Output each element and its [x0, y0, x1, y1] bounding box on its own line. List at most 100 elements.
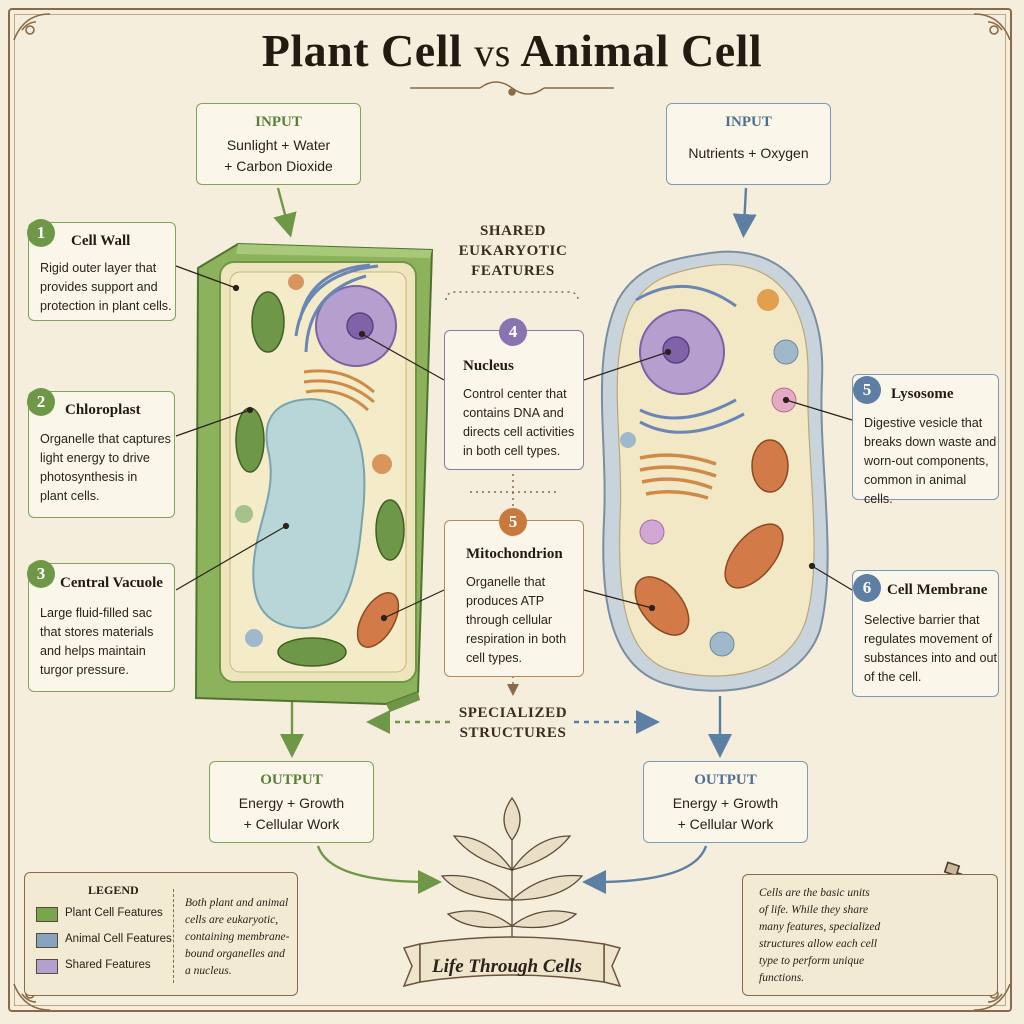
legend-box: LEGEND Plant Cell Features Animal Cell F… — [24, 872, 298, 996]
plant-input-heading: INPUT — [255, 114, 302, 130]
flow-arrows — [273, 187, 757, 894]
shared-line-3: FEATURES — [471, 263, 555, 279]
page-frame-inner — [14, 14, 1006, 1006]
vacuole-text-3: and helps maintain — [40, 644, 146, 658]
footer-note-4: structures allow each cell — [759, 938, 878, 950]
lysosome-text-3: worn-out components, — [864, 454, 989, 468]
footer-note: Cells are the basic units of life. While… — [759, 885, 880, 987]
plant-output-line1: Energy + Growth — [238, 795, 345, 811]
nucleus-text-4: in both cell types. — [463, 444, 561, 458]
legend-note-4: bound organelles and — [185, 948, 285, 960]
animal-output-line2: + Cellular Work — [677, 816, 774, 832]
membrane-text-4: of the cell. — [864, 670, 922, 684]
legend-note-3: containing membrane- — [185, 931, 290, 943]
banner-ribbon — [402, 936, 622, 988]
badge-3: 3 — [27, 560, 55, 588]
shared-line-1: SHARED — [479, 223, 547, 239]
badge-5-right: 5 — [853, 376, 881, 404]
plant-input-line1: Sunlight + Water — [226, 137, 331, 153]
legend-note-1: Both plant and animal — [185, 897, 289, 909]
legend-title: LEGEND — [88, 883, 139, 897]
animal-input-box: INPUT Nutrients + Oxygen — [666, 103, 831, 185]
plant-input-box: INPUT Sunlight + Water + Carbon Dioxide — [196, 103, 361, 185]
footer-note-3: many features, specialized — [759, 921, 881, 933]
badge-4: 4 — [499, 318, 527, 346]
footer-note-box: Cells are the basic units of life. While… — [742, 874, 998, 996]
badge-2: 2 — [27, 388, 55, 416]
cell-wall-text-1: Rigid outer layer that — [40, 261, 157, 275]
footer-note-1: Cells are the basic units — [759, 887, 870, 899]
title-vs: vs — [474, 30, 511, 75]
nucleus-text-1: Control center that — [463, 387, 567, 401]
page-title: Plant Cell vs Animal Cell — [0, 24, 1024, 77]
legend-swatch-animal — [36, 933, 58, 948]
label-vacuole: Central Vacuole Large fluid-filled sac t… — [28, 563, 175, 692]
nucleus-text-2: contains DNA and — [463, 406, 564, 420]
label-nucleus: Nucleus Control center that contains DNA… — [444, 330, 584, 470]
plant-output-line2: + Cellular Work — [243, 816, 340, 832]
title-animal: Animal Cell — [520, 25, 763, 76]
cell-wall-text-3: protection in plant cells. — [40, 299, 172, 313]
plant-output-heading: OUTPUT — [260, 772, 323, 788]
legend-note: Both plant and animal cells are eukaryot… — [185, 895, 289, 980]
cell-wall-text-2: provides support and — [40, 280, 158, 294]
mitochondrion-text-4: respiration in both — [466, 632, 567, 646]
badge-6: 6 — [853, 574, 881, 602]
lysosome-title: Lysosome — [891, 386, 954, 402]
lysosome-text-1: Digestive vesicle that — [864, 416, 983, 430]
plant-cell — [194, 242, 434, 712]
legend-swatch-shared — [36, 959, 58, 974]
vacuole-text-2: that stores materials — [40, 625, 154, 639]
legend-item-shared: Shared Features — [65, 959, 151, 971]
lysosome-text-2: breaks down waste and — [864, 435, 997, 449]
membrane-title: Cell Membrane — [887, 582, 988, 598]
specialized-heading: SPECIALIZED STRUCTURES — [440, 703, 586, 743]
animal-output-heading: OUTPUT — [694, 772, 757, 788]
mitochondrion-text-5: cell types. — [466, 651, 522, 665]
animal-output-box: OUTPUT Energy + Growth + Cellular Work — [643, 761, 808, 843]
banner-text: Life Through Cells — [432, 956, 582, 977]
nucleus-title: Nucleus — [463, 358, 514, 374]
chloroplast-text-3: photosynthesis in — [40, 470, 138, 484]
cell-wall-title: Cell Wall — [71, 233, 131, 249]
title-plant: Plant Cell — [261, 25, 463, 76]
plant-input-line2: + Carbon Dioxide — [224, 158, 333, 174]
lysosome-text-4: common in animal cells. — [864, 473, 967, 506]
footer-note-5: type to perform unique — [759, 955, 865, 967]
membrane-text-2: regulates movement of — [864, 632, 993, 646]
leader-lines — [175, 265, 853, 622]
legend-note-5: a nucleus. — [185, 965, 232, 977]
vacuole-title: Central Vacuole — [60, 575, 163, 591]
chloroplast-title: Chloroplast — [65, 402, 141, 418]
title-ornament — [410, 81, 614, 96]
shared-features-heading: SHARED EUKARYOTIC FEATURES — [440, 221, 586, 281]
vacuole-text-1: Large fluid-filled sac — [40, 606, 153, 620]
mitochondrion-text-1: Organelle that — [466, 575, 546, 589]
mitochondrion-text-3: through cellular — [466, 613, 553, 627]
membrane-text-3: substances into and out — [864, 651, 998, 665]
footer-note-2: of life. While they share — [759, 904, 869, 916]
chloroplast-text-4: plant cells. — [40, 489, 100, 503]
legend-item-animal: Animal Cell Features — [65, 933, 172, 945]
shared-line-2: EUKARYOTIC — [458, 243, 568, 259]
animal-input-line1: Nutrients + Oxygen — [688, 145, 809, 161]
specialized-line-1: SPECIALIZED — [458, 705, 568, 721]
page-frame — [8, 8, 1012, 1012]
label-chloroplast: Chloroplast Organelle that captures ligh… — [28, 391, 175, 518]
plant-output-box: OUTPUT Energy + Growth + Cellular Work — [209, 761, 374, 843]
badge-1: 1 — [27, 219, 55, 247]
vacuole-text-4: turgor pressure. — [40, 663, 129, 677]
membrane-text-1: Selective barrier that — [864, 613, 980, 627]
chloroplast-text-2: light energy to drive — [40, 451, 150, 465]
plant-sketch — [440, 796, 584, 950]
animal-input-heading: INPUT — [725, 114, 772, 130]
animal-output-line1: Energy + Growth — [672, 795, 779, 811]
mitochondrion-title: Mitochondrion — [466, 546, 563, 562]
legend-note-2: cells are eukaryotic, — [185, 914, 279, 926]
legend-item-plant: Plant Cell Features — [65, 907, 163, 919]
center-connectors — [445, 291, 579, 696]
nucleus-text-3: directs cell activities — [463, 425, 575, 439]
legend-divider — [173, 889, 174, 983]
legend-swatch-plant — [36, 907, 58, 922]
badge-5-center: 5 — [499, 508, 527, 536]
